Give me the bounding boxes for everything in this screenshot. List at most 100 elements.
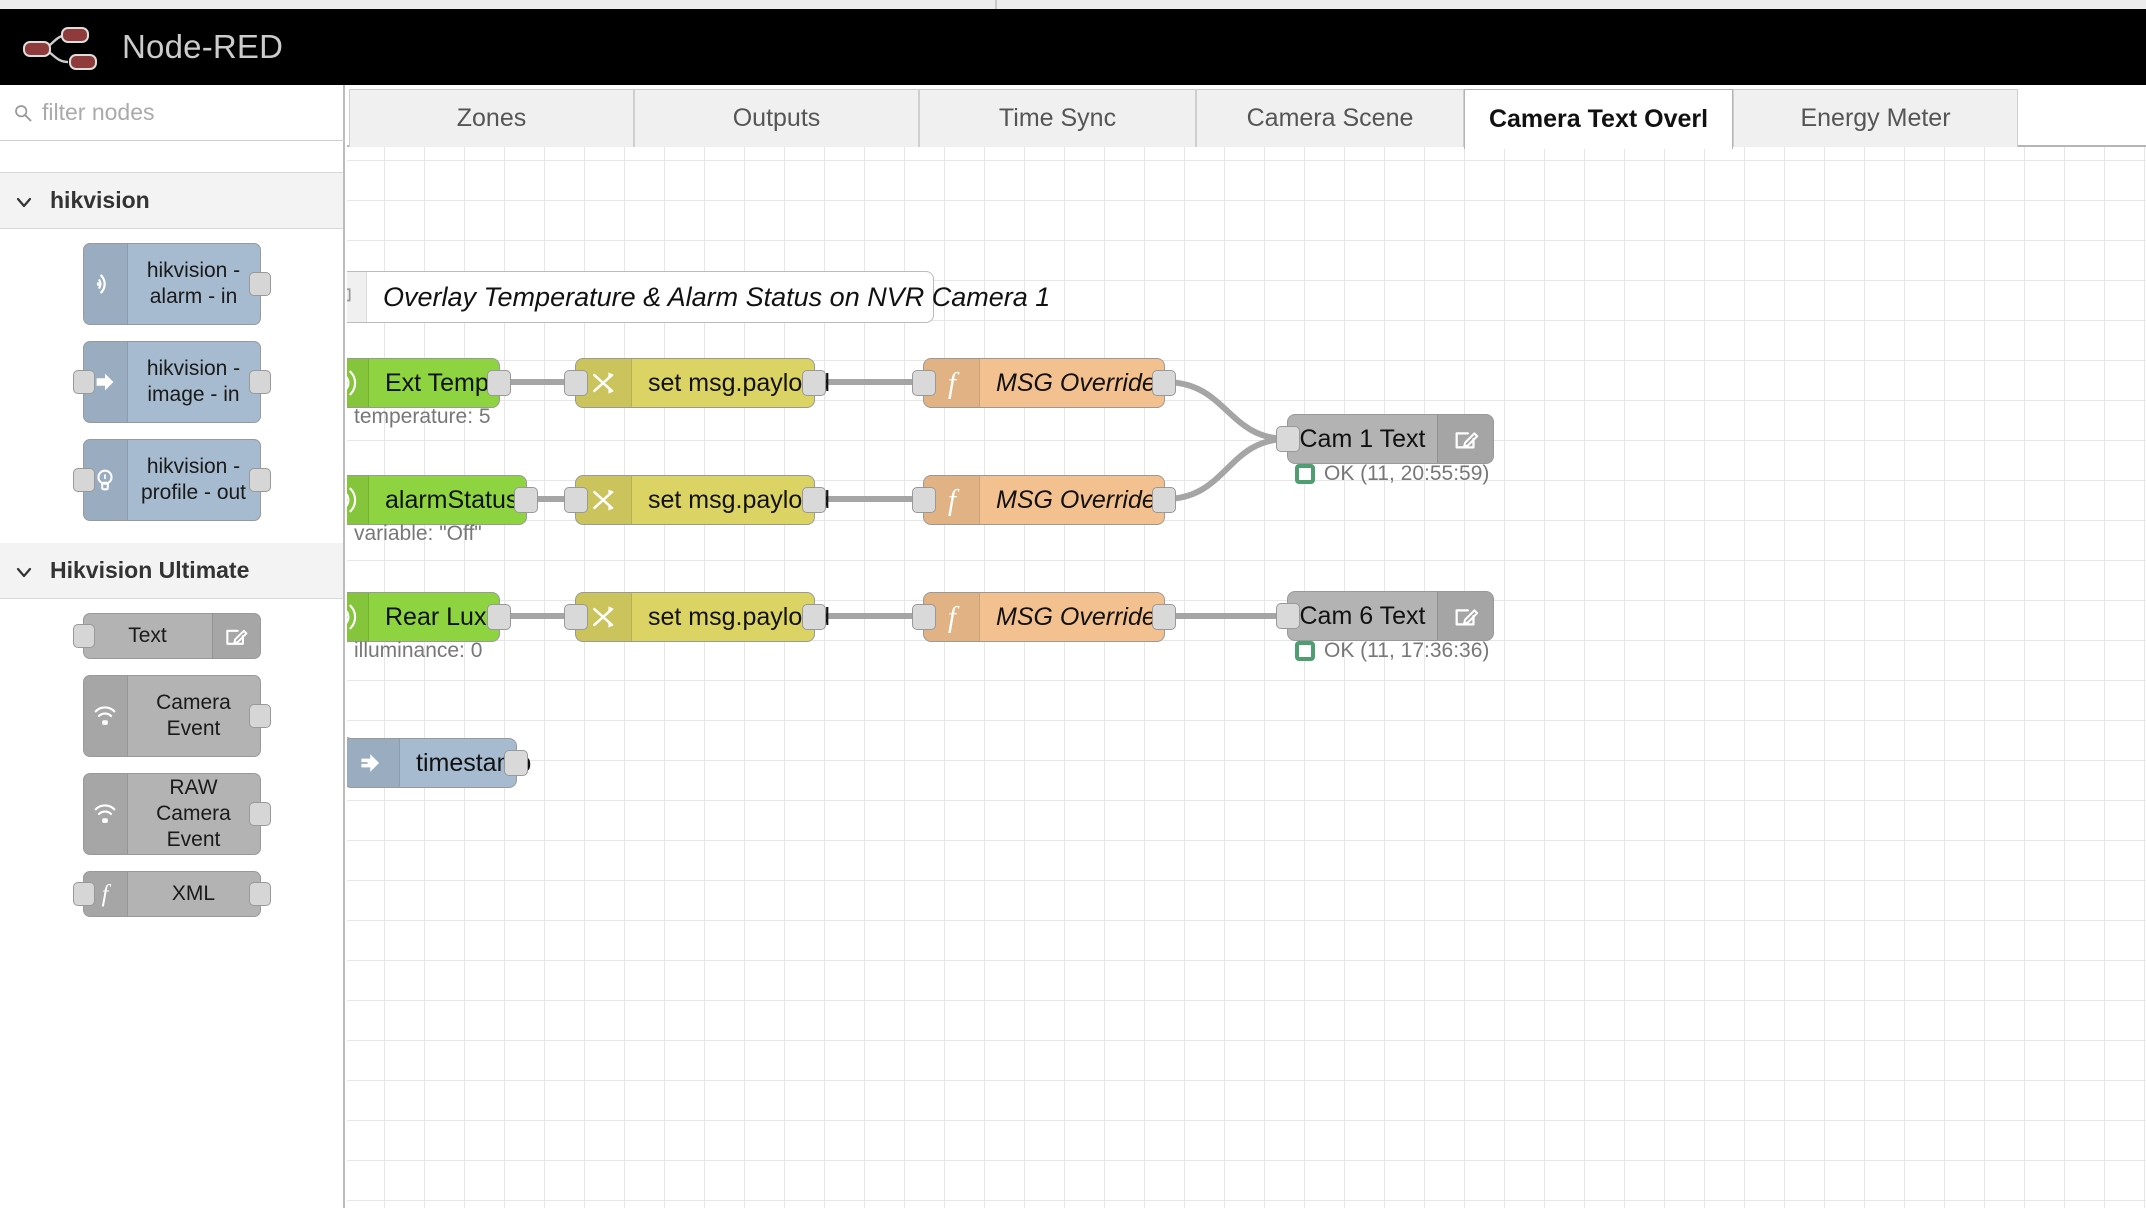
port-output[interactable] [248,370,271,394]
tab-time-sync[interactable]: Time Sync [919,89,1196,147]
edit-icon[interactable] [1437,415,1493,463]
port-input[interactable] [912,604,936,630]
port-input[interactable] [72,882,95,906]
wifi-icon [83,676,128,756]
tab-zones[interactable]: Zones [349,89,634,147]
port-input[interactable] [564,370,588,396]
palette-category-hikvision[interactable]: hikvision [0,173,343,229]
search-input-placeholder[interactable]: filter nodes [42,99,155,125]
palette-node-raw-camera-event[interactable]: RAW Camera Event [82,773,271,855]
node-label: set msg.payload [648,368,831,397]
port-output[interactable] [802,487,826,513]
port-input[interactable] [72,468,95,492]
port-input[interactable] [72,624,95,648]
port-input[interactable] [912,370,936,396]
port-input[interactable] [564,604,588,630]
node-cam-6-text[interactable]: Cam 6 Text [1276,591,1494,641]
node-msg-override-1[interactable]: f MSG Override [912,358,1176,408]
node-ext-temp[interactable]: Ext Temp [347,358,511,408]
function-icon: f [924,593,980,641]
node-timestamp[interactable]: timestamp [347,738,531,788]
browser-chrome-strip [0,0,2146,9]
palette-category-body-hikvision: hikvision - alarm - in hikvision - image… [0,229,343,543]
svg-text:f: f [947,601,959,633]
tab-energy-meter[interactable]: Energy Meter [1733,89,2018,147]
node-label: set msg.payload [648,602,831,631]
palette-node-hikvision-profile-out[interactable]: hikvision - profile - out [72,439,271,521]
palette-node-hikvision-image-in[interactable]: hikvision - image - in [72,341,271,423]
port-output[interactable] [514,487,538,513]
node-label: MSG Override [996,602,1156,631]
node-label: Rear Lux [385,602,487,631]
port-input[interactable] [72,370,95,394]
signal-icon [347,476,369,524]
flow-tab-bar: Zones Outputs Time Sync Camera Scene Cam… [347,85,2146,149]
svg-text:f: f [947,367,959,399]
port-output[interactable] [802,604,826,630]
tab-outputs[interactable]: Outputs [634,89,919,147]
port-output[interactable] [487,604,511,630]
wifi-icon [83,774,128,854]
port-output[interactable] [487,370,511,396]
palette-node-label: hikvision - profile - out [140,454,247,504]
port-output[interactable] [802,370,826,396]
node-label: Cam 1 Text [1299,424,1426,453]
flow-canvas[interactable]: Overlay Temperature & Alarm Status on NV… [347,147,2146,1208]
port-output[interactable] [248,468,271,492]
chrome-divider [995,0,997,9]
node-red-logo-icon [22,24,114,70]
palette-search-row[interactable]: filter nodes [0,85,345,141]
status-text: illuminance: 0 [354,639,483,662]
change-icon [576,359,632,407]
signal-icon [347,359,369,407]
node-set-msg-payload-2[interactable]: set msg.payload [564,475,830,525]
palette-sidebar: filter nodes hikvision hikvision - ala [0,85,345,1208]
status-ext-temp: temperature: 5 [347,405,491,429]
port-output[interactable] [1152,604,1176,630]
port-input[interactable] [912,487,936,513]
palette-node-label: RAW Camera Event [156,775,231,852]
status-text: temperature: 5 [354,405,491,428]
port-output[interactable] [248,704,271,728]
palette-node-xml[interactable]: f XML [72,871,271,917]
port-output[interactable] [248,802,271,826]
node-set-msg-payload-1[interactable]: set msg.payload [564,358,830,408]
comment-node[interactable]: Overlay Temperature & Alarm Status on NV… [347,271,1050,323]
palette-node-text[interactable]: Text [72,613,261,659]
port-output[interactable] [248,272,271,296]
palette-node-label: Text [128,623,167,647]
node-set-msg-payload-3[interactable]: set msg.payload [564,592,830,642]
status-alarm-status: variable: "Off" [347,522,482,546]
edit-icon[interactable] [211,614,260,658]
svg-text:f: f [102,880,112,907]
port-output[interactable] [248,882,271,906]
status-rear-lux: illuminance: 0 [347,639,482,663]
node-rear-lux[interactable]: Rear Lux [347,592,511,642]
node-label: alarmStatus [385,485,519,514]
comment-text: Overlay Temperature & Alarm Status on NV… [383,281,1051,312]
port-input[interactable] [564,487,588,513]
port-input[interactable] [1276,603,1300,629]
palette-spacer [0,141,343,173]
node-label: MSG Override [996,485,1156,514]
port-output[interactable] [1152,370,1176,396]
palette-node-hikvision-alarm-in[interactable]: hikvision - alarm - in [82,243,271,325]
palette-category-body-hikvision-ultimate: Text Camera Event [0,599,343,939]
palette-node-label: hikvision - alarm - in [146,258,241,308]
node-cam-1-text[interactable]: Cam 1 Text [1276,414,1494,464]
port-output[interactable] [504,750,528,776]
tab-camera-scene[interactable]: Camera Scene [1196,89,1464,147]
port-output[interactable] [1152,487,1176,513]
node-msg-override-3[interactable]: f MSG Override [912,592,1176,642]
tab-camera-text-overlay[interactable]: Camera Text Overl [1464,89,1733,149]
status-text: OK (11, 17:36:36) [1324,639,1490,662]
node-msg-override-2[interactable]: f MSG Override [912,475,1176,525]
port-input[interactable] [1276,426,1300,452]
palette-node-camera-event[interactable]: Camera Event [82,675,271,757]
node-alarm-status[interactable]: alarmStatus [347,475,538,525]
palette-category-hikvision-ultimate[interactable]: Hikvision Ultimate [0,543,343,599]
edit-icon[interactable] [1437,592,1493,640]
palette-node-label: hikvision - image - in [146,356,241,406]
node-label: Ext Temp [385,368,489,397]
status-cam-6-text: OK (11, 17:36:36) [1295,639,1489,663]
